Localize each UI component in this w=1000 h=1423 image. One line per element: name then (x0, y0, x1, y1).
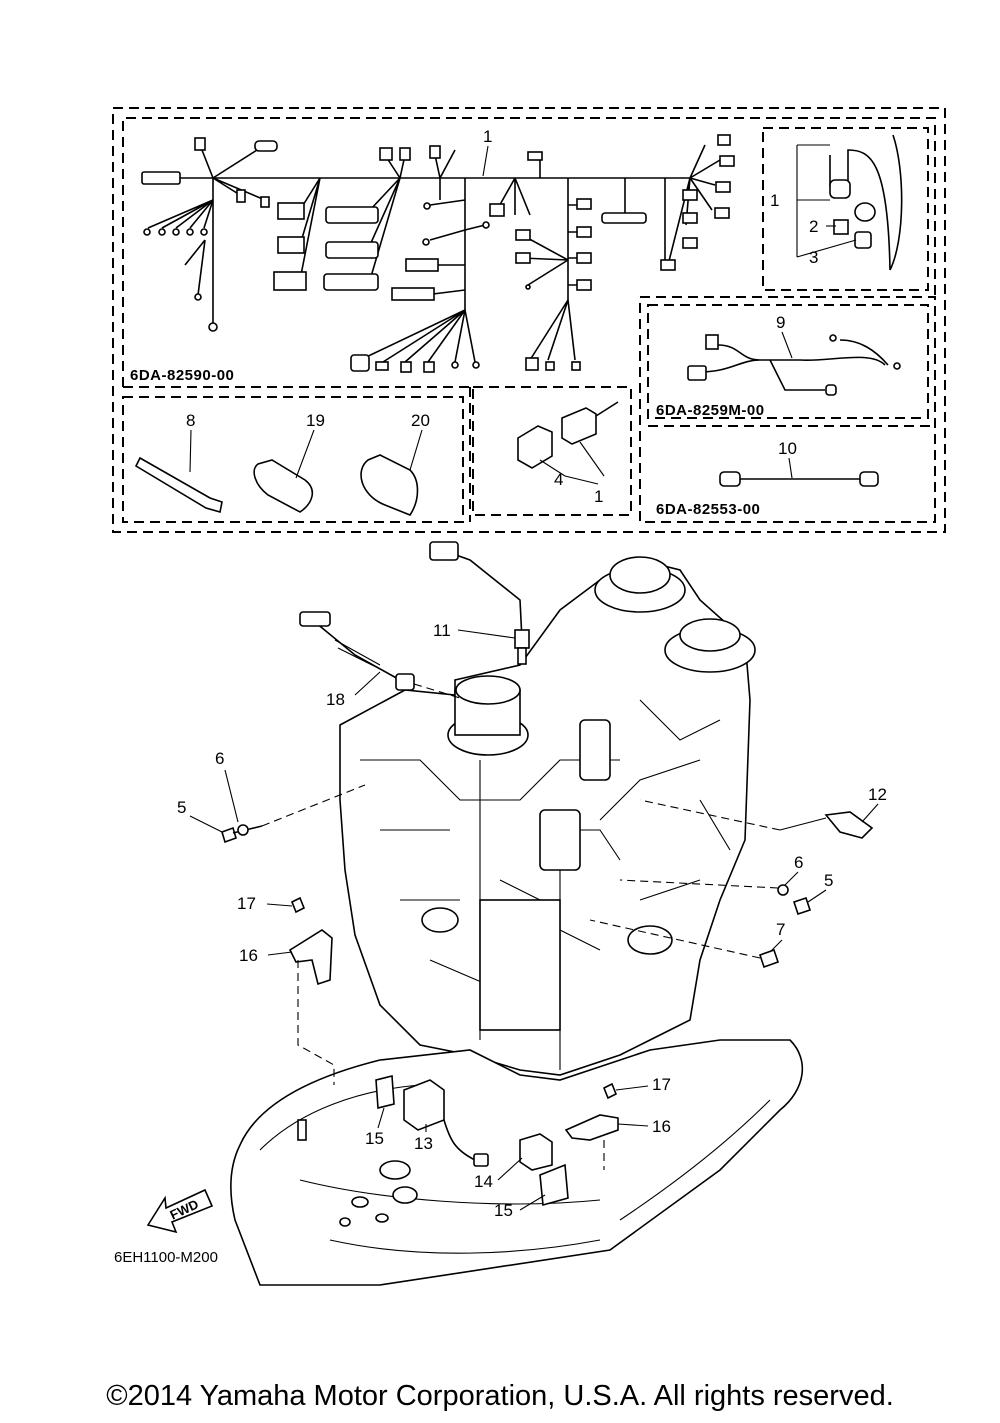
fwd-arrow: FWD (146, 1188, 214, 1234)
callout-12: 12 (868, 785, 887, 804)
callout-16-right: 16 (652, 1117, 671, 1136)
part-5-6-bolt-left: 6 5 (177, 749, 366, 844)
copyright-notice: ©2014 Yamaha Motor Corporation, U.S.A. A… (106, 1380, 894, 1412)
part-16-17-right-bracket: 17 16 (564, 1075, 671, 1170)
sub-harness-frame (639, 296, 936, 523)
callout-4: 4 (554, 470, 563, 489)
callout-6-right: 6 (794, 853, 803, 872)
callout-9: 9 (776, 313, 785, 332)
callout-18: 18 (326, 690, 345, 709)
cable-tie (134, 456, 223, 514)
callout-1-relay: 1 (594, 487, 603, 506)
callout-6-left: 6 (215, 749, 224, 768)
clip-kit-frame (122, 396, 464, 523)
callout-15-right: 15 (494, 1201, 513, 1220)
callout-5-right: 5 (824, 871, 833, 890)
part-15-13-14-components: 15 13 14 15 (365, 1074, 569, 1220)
callout-17-right: 17 (652, 1075, 671, 1094)
callout-20: 20 (411, 411, 430, 430)
callout-1-sensor: 1 (770, 191, 779, 210)
callout-11: 11 (433, 621, 451, 640)
relay-kit: 4 1 (517, 401, 619, 506)
callout-3: 3 (809, 248, 818, 267)
callout-5-left: 5 (177, 798, 186, 817)
kit-frames (112, 107, 946, 533)
callout-15-left: 15 (365, 1129, 384, 1148)
sensor-kit-frame (762, 127, 929, 291)
ring-terminals (143, 202, 531, 369)
sensor-kit: 1 2 3 (770, 134, 903, 271)
part-5-6-bolt-right: 6 5 (619, 853, 833, 916)
main-harness-frame (122, 117, 936, 387)
callout-14: 14 (474, 1172, 493, 1191)
callout-16-left: 16 (239, 946, 258, 965)
sub-harness-9: 9 6DA-8259M-00 (656, 313, 901, 419)
callout-2: 2 (809, 217, 818, 236)
callout-7: 7 (776, 920, 785, 939)
callout-10: 10 (778, 439, 797, 458)
part-11-sensor-lead: 11 (429, 541, 530, 665)
sub-harness-b-part-number: 6DA-82553-00 (656, 501, 760, 518)
callout-8: 8 (186, 411, 195, 430)
clamp-20 (360, 454, 419, 516)
multi-pin-connectors (273, 202, 647, 301)
sub-harness-a-part-number: 6DA-8259M-00 (656, 402, 765, 419)
callout-13: 13 (414, 1134, 433, 1153)
callout-17-left: 17 (237, 894, 256, 913)
sub-harness-10: 10 6DA-82553-00 (656, 439, 879, 518)
part-7-bolt: 7 (589, 919, 785, 969)
outer-kit-frame (112, 107, 946, 533)
part-18-knock-sensor-lead: 18 (299, 611, 461, 709)
callout-19: 19 (306, 411, 325, 430)
clamp-19 (253, 459, 314, 513)
part-12-sensor: 12 (639, 785, 887, 839)
small-connectors (350, 134, 735, 373)
engine-block (339, 556, 756, 1076)
clip-kit: 8 19 20 (134, 411, 430, 516)
drawing-reference: 6EH1100-M200 (114, 1249, 218, 1266)
fwd-label: FWD (168, 1196, 201, 1222)
main-wiring-harness: 1 6DA-82590-00 (130, 127, 735, 384)
main-harness-part-number: 6DA-82590-00 (130, 367, 234, 384)
part-16-17-left-bracket: 17 16 (237, 894, 335, 1085)
callout-1-harness: 1 (483, 127, 492, 146)
